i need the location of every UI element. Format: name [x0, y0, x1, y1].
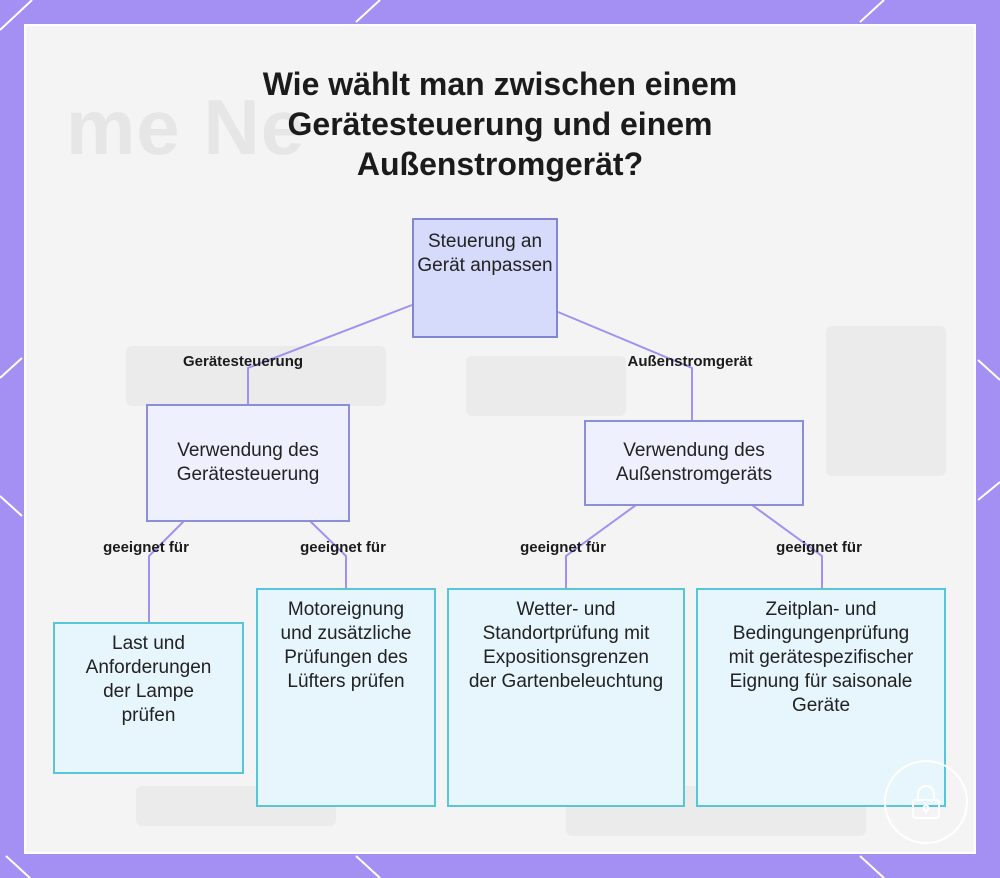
- fan-check-node: Motoreignung und zusätzliche Prüfungen d…: [256, 588, 436, 807]
- blurred-background-shape: [826, 326, 946, 476]
- schedule-check-node: Zeitplan- und Bedingungenprüfung mit ger…: [696, 588, 946, 807]
- page-title: Wie wählt man zwischen einem Gerätesteue…: [0, 64, 1000, 184]
- blurred-background-shape: [126, 346, 386, 406]
- blurred-background-shape: [466, 356, 626, 416]
- edge-device-control-to-fan: [309, 520, 347, 588]
- edge-label-weather: geeignet für: [520, 539, 606, 556]
- blurred-background-text: me Ne: [66, 83, 306, 171]
- edge-label-device-control: Gerätesteuerung: [182, 353, 304, 370]
- outdoor-power-node-label: Verwendung des Außenstromgeräts: [615, 440, 773, 485]
- title-line: Außenstromgerät?: [356, 146, 644, 182]
- title-line: Gerätesteuerung und einem: [287, 106, 713, 142]
- edge-label-lamp: geeignet für: [103, 539, 189, 556]
- edge-outdoor-power-to-weather: [565, 504, 637, 588]
- edge-label-schedule: geeignet für: [776, 539, 862, 556]
- fan-check-node-label: Motoreignung und zusätzliche Prüfungen d…: [280, 599, 412, 692]
- lamp-check-node-label: Last und Anforderungen der Lampe prüfen: [85, 633, 212, 726]
- edge-root-to-outdoor-power: [557, 311, 693, 420]
- schedule-check-node-label: Zeitplan- und Bedingungenprüfung mit ger…: [728, 599, 914, 716]
- outdoor-power-node: Verwendung des Außenstromgeräts: [584, 420, 804, 506]
- edge-device-control-to-lamp: [148, 520, 185, 622]
- edge-label-fan: geeignet für: [300, 539, 386, 556]
- root-node-label: Steuerung an Gerät anpassen: [417, 231, 553, 276]
- lock-badge: [884, 760, 968, 844]
- weather-check-node-label: Wetter- und Standortprüfung mit Expositi…: [468, 599, 664, 692]
- device-control-node: Verwendung des Gerätesteuerung: [146, 404, 350, 522]
- edge-label-outdoor-power: Außenstromgerät: [627, 353, 753, 370]
- lock-icon: [912, 785, 940, 819]
- weather-check-node: Wetter- und Standortprüfung mit Expositi…: [447, 588, 685, 807]
- lamp-check-node: Last und Anforderungen der Lampe prüfen: [53, 622, 244, 774]
- root-node: Steuerung an Gerät anpassen: [412, 218, 558, 338]
- device-control-node-label: Verwendung des Gerätesteuerung: [176, 440, 320, 485]
- title-line: Wie wählt man zwischen einem: [262, 66, 738, 102]
- edge-outdoor-power-to-schedule: [751, 504, 823, 588]
- edge-root-to-device-control: [247, 304, 413, 404]
